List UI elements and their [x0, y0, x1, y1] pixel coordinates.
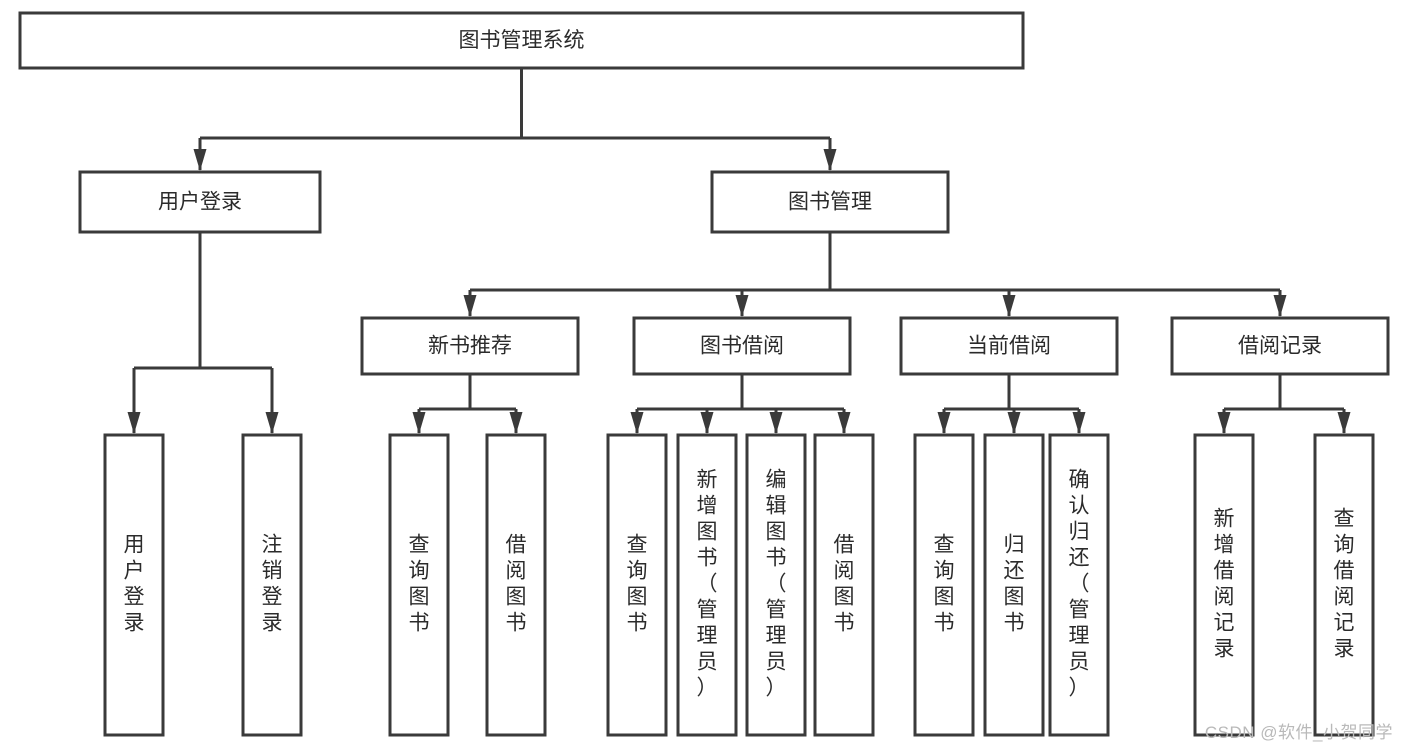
node-label-leaf-bo-add: 新增图书（管理员） — [697, 469, 718, 700]
flow-node-leaf-user-logout[interactable]: 注销登录 — [241, 433, 303, 737]
flow-node-leaf-cu-confirm[interactable]: 确认归还（管理员） — [1048, 433, 1110, 737]
node-box-leaf-re-query — [1313, 433, 1375, 737]
flow-node-borrow[interactable]: 图书借阅 — [632, 316, 852, 376]
flow-node-leaf-bo-borrow[interactable]: 借阅图书 — [813, 433, 875, 737]
node-label-leaf-bo-query: 查询图书 — [627, 534, 648, 635]
node-label-leaf-cu-return: 归还图书 — [1004, 534, 1025, 635]
node-label-leaf-nb-borrow: 借阅图书 — [506, 534, 527, 635]
arrow-head-leaf-nb-query — [412, 412, 426, 434]
arrow-head-leaf-bo-add — [700, 412, 714, 434]
node-label-leaf-bo-borrow: 借阅图书 — [834, 534, 855, 635]
arrow-head-leaf-re-add — [1217, 412, 1231, 434]
node-label-newbook: 新书推荐 — [428, 335, 512, 358]
node-label-leaf-re-add: 新增借阅记录 — [1214, 508, 1235, 661]
node-label-root: 图书管理系统 — [459, 29, 585, 52]
arrow-head-leaf-cu-return — [1007, 412, 1021, 434]
arrow-head-record — [1273, 295, 1287, 317]
node-box-borrow — [632, 316, 852, 376]
node-box-leaf-cu-confirm — [1048, 433, 1110, 737]
flow-node-current[interactable]: 当前借阅 — [899, 316, 1119, 376]
arrow-head-leaf-user-logout — [265, 412, 279, 434]
flow-node-leaf-cu-return[interactable]: 归还图书 — [983, 433, 1045, 737]
arrow-head-current — [1002, 295, 1016, 317]
arrow-head-leaf-user-login — [127, 412, 141, 434]
connector-layer — [127, 68, 1351, 434]
flow-node-leaf-user-login[interactable]: 用户登录 — [103, 433, 165, 737]
connector-group-login — [127, 232, 279, 434]
node-box-bookmgmt — [710, 170, 950, 234]
node-label-leaf-user-login: 用户登录 — [124, 534, 145, 635]
flow-node-leaf-nb-query[interactable]: 查询图书 — [388, 433, 450, 737]
node-box-leaf-nb-query — [388, 433, 450, 737]
connector-group-newbook — [412, 374, 523, 434]
node-box-leaf-user-logout — [241, 433, 303, 737]
flow-node-leaf-cu-query[interactable]: 查询图书 — [913, 433, 975, 737]
arrow-head-leaf-cu-query — [937, 412, 951, 434]
connector-group-borrow — [630, 374, 851, 434]
node-box-record — [1170, 316, 1390, 376]
flow-node-leaf-re-query[interactable]: 查询借阅记录 — [1313, 433, 1375, 737]
node-box-leaf-bo-add — [676, 433, 738, 737]
node-box-leaf-bo-borrow — [813, 433, 875, 737]
node-box-newbook — [360, 316, 580, 376]
node-box-leaf-cu-return — [983, 433, 1045, 737]
node-label-leaf-nb-query: 查询图书 — [409, 534, 430, 635]
connector-group-record — [1217, 374, 1351, 434]
node-label-bookmgmt: 图书管理 — [788, 191, 872, 214]
node-label-record: 借阅记录 — [1238, 335, 1322, 358]
node-box-leaf-cu-query — [913, 433, 975, 737]
arrow-head-leaf-cu-confirm — [1072, 412, 1086, 434]
node-label-borrow: 图书借阅 — [700, 335, 784, 358]
node-layer: 图书管理系统用户登录图书管理新书推荐图书借阅当前借阅借阅记录用户登录注销登录查询… — [18, 11, 1390, 737]
flow-node-root[interactable]: 图书管理系统 — [18, 11, 1025, 70]
node-label-leaf-user-logout: 注销登录 — [262, 534, 283, 635]
flow-node-newbook[interactable]: 新书推荐 — [360, 316, 580, 376]
node-box-login — [78, 170, 322, 234]
arrow-head-leaf-bo-borrow — [837, 412, 851, 434]
flow-node-login[interactable]: 用户登录 — [78, 170, 322, 234]
node-box-root — [18, 11, 1025, 70]
flow-node-leaf-bo-add[interactable]: 新增图书（管理员） — [676, 433, 738, 737]
node-box-leaf-nb-borrow — [485, 433, 547, 737]
node-label-leaf-re-query: 查询借阅记录 — [1334, 508, 1355, 661]
flow-node-leaf-nb-borrow[interactable]: 借阅图书 — [485, 433, 547, 737]
arrow-head-leaf-bo-edit — [769, 412, 783, 434]
arrow-head-bookmgmt — [823, 149, 837, 171]
node-box-leaf-re-add — [1193, 433, 1255, 737]
connector-group-current — [937, 374, 1086, 434]
connector-group-bookmgmt — [463, 232, 1287, 317]
node-label-leaf-cu-query: 查询图书 — [934, 534, 955, 635]
node-box-current — [899, 316, 1119, 376]
arrow-head-borrow — [735, 295, 749, 317]
arrow-head-leaf-re-query — [1337, 412, 1351, 434]
node-label-current: 当前借阅 — [967, 335, 1051, 358]
node-box-leaf-user-login — [103, 433, 165, 737]
node-box-leaf-bo-query — [606, 433, 668, 737]
flow-node-leaf-re-add[interactable]: 新增借阅记录 — [1193, 433, 1255, 737]
flow-node-record[interactable]: 借阅记录 — [1170, 316, 1390, 376]
connector-group-root — [193, 68, 837, 171]
arrow-head-newbook — [463, 295, 477, 317]
node-label-leaf-cu-confirm: 确认归还（管理员） — [1069, 469, 1090, 700]
node-box-leaf-bo-edit — [745, 433, 807, 737]
arrow-head-leaf-nb-borrow — [509, 412, 523, 434]
flow-node-leaf-bo-query[interactable]: 查询图书 — [606, 433, 668, 737]
arrow-head-login — [193, 149, 207, 171]
node-label-leaf-bo-edit: 编辑图书（管理员） — [766, 469, 787, 700]
node-label-login: 用户登录 — [158, 191, 242, 214]
flow-node-bookmgmt[interactable]: 图书管理 — [710, 170, 950, 234]
flow-node-leaf-bo-edit[interactable]: 编辑图书（管理员） — [745, 433, 807, 737]
arrow-head-leaf-bo-query — [630, 412, 644, 434]
